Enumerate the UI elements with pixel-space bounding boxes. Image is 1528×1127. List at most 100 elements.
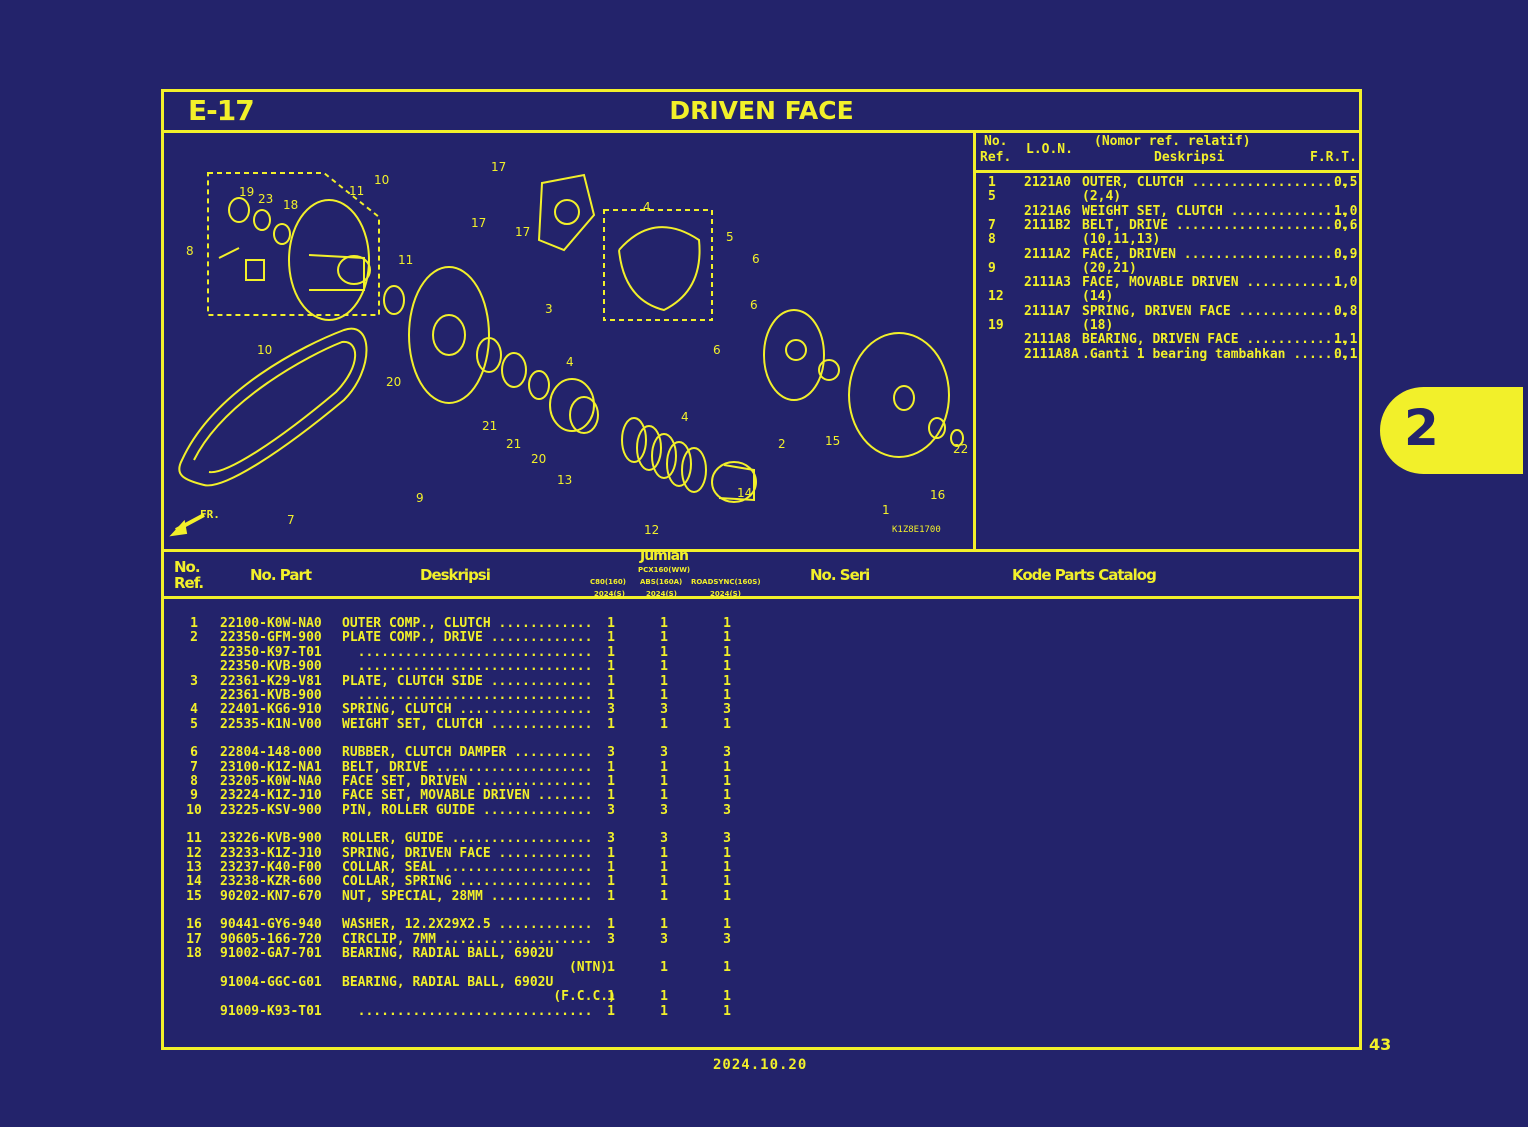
section-tab[interactable]: 2 <box>1380 387 1523 474</box>
part-number: 23237-K40-F00 <box>220 860 322 875</box>
callout-label: 12 <box>644 523 660 537</box>
part-ref: 10 <box>186 802 202 818</box>
part-qty-model1: 3 <box>607 702 615 718</box>
ref-row-desc: SPRING, DRIVEN FACE .............. <box>1082 303 1349 319</box>
part-qty-model3: 1 <box>723 989 731 1005</box>
callout-label: 1 <box>882 503 890 517</box>
part-qty-model2: 1 <box>660 716 668 732</box>
callout-label: 4 <box>643 200 651 214</box>
col-model2-year: 2024(S) <box>646 590 677 598</box>
part-ref: 16 <box>186 917 202 933</box>
parts-table-header: No. Ref. No. Part Deskripsi Jumlah C80(1… <box>164 548 1359 599</box>
ref-row-frt: 0,9 <box>1334 246 1358 262</box>
part-description: PLATE COMP., DRIVE ............. <box>342 630 593 646</box>
section-code: E-17 <box>188 94 255 127</box>
callout-label: 7 <box>287 513 295 527</box>
callout-label: 4 <box>566 355 574 369</box>
part-qty-model3: 1 <box>723 659 731 675</box>
page-number: 43 <box>1369 1035 1392 1054</box>
part-qty-model2: 1 <box>660 630 668 646</box>
part-qty-model2: 1 <box>660 659 668 675</box>
part-description: .............................. <box>342 659 593 675</box>
part-qty-model1: 1 <box>607 659 615 675</box>
part-qty-model2: 3 <box>660 745 668 761</box>
part-qty-model1: 1 <box>607 788 615 804</box>
ref-row-lon: 2121A0 <box>1024 175 1071 190</box>
rt-head-no: No. <box>984 134 1008 149</box>
part-description: RUBBER, CLUTCH DAMPER .......... <box>342 745 593 761</box>
part-qty-model1: 1 <box>607 759 615 775</box>
callout-label: 21 <box>482 419 498 433</box>
ref-row-desc: WEIGHT SET, CLUTCH ............... <box>1082 203 1349 219</box>
part-qty-model1: 1 <box>607 716 615 732</box>
part-qty-model1: 1 <box>607 917 615 933</box>
ref-row-lon: 2121A6 <box>1024 203 1071 219</box>
part-description: .............................. <box>342 688 593 703</box>
part-qty-model3: 1 <box>723 960 731 976</box>
part-qty-model1: 1 <box>607 845 615 861</box>
clutch-plate-part <box>537 173 596 252</box>
part-number: 91004-GGC-G01 <box>220 974 322 990</box>
part-ref: 9 <box>190 788 198 804</box>
part-number: 22350-KVB-900 <box>220 659 322 675</box>
ref-row-desc: OUTER, CLUTCH ..................... <box>1082 175 1356 190</box>
group-box-8 <box>207 172 380 316</box>
part-number: 90605-166-720 <box>220 931 322 947</box>
part-description: SPRING, CLUTCH ................. <box>342 702 593 718</box>
col-model2-top: PCX160(WW) <box>638 566 691 574</box>
part-qty-model3: 3 <box>723 931 731 947</box>
callout-label: 5 <box>726 230 734 244</box>
part-description: BELT, DRIVE .................... <box>342 759 593 775</box>
part-description: PLATE, CLUTCH SIDE ............. <box>342 673 593 689</box>
part-number: 22100-K0W-NA0 <box>220 616 322 631</box>
rt-head-lon: L.O.N. <box>1026 142 1073 157</box>
part-qty-model2: 1 <box>660 874 668 890</box>
part-qty-model3: 3 <box>723 831 731 847</box>
part-qty-model2: 1 <box>660 888 668 904</box>
part-qty-model3: 1 <box>723 688 731 703</box>
part-qty-model2: 1 <box>660 845 668 861</box>
part-qty-model3: 3 <box>723 702 731 718</box>
part-number: 22350-GFM-900 <box>220 630 322 646</box>
part-qty-model3: 1 <box>723 774 731 789</box>
col-model2: ABS(160A) <box>640 578 683 586</box>
callout-label: 19 <box>239 185 255 199</box>
ref-row-desc: .Ganti 1 bearing tambahkan ....... <box>1082 346 1349 362</box>
part-description: COLLAR, SEAL ................... <box>342 860 593 875</box>
part-qty-model2: 1 <box>660 774 668 789</box>
part-qty-model3: 1 <box>723 644 731 660</box>
group-box-5 <box>603 209 713 321</box>
part-description: SPRING, DRIVEN FACE ............ <box>342 845 593 861</box>
part-qty-model2: 1 <box>660 1003 668 1019</box>
ref-row-frt: 0,5 <box>1334 175 1358 190</box>
part-qty-model3: 1 <box>723 673 731 689</box>
callout-label: 20 <box>386 375 402 389</box>
callout-label: 21 <box>506 437 522 451</box>
ref-row-desc: FACE, DRIVEN ...................... <box>1082 246 1356 262</box>
col-desc: Deskripsi <box>420 566 491 584</box>
part-number: 22361-K29-V81 <box>220 673 322 689</box>
part-qty-model2: 1 <box>660 616 668 631</box>
part-description: OUTER COMP., CLUTCH ............ <box>342 616 593 631</box>
part-qty-model2: 1 <box>660 644 668 660</box>
print-date: 2024.10.20 <box>713 1057 808 1073</box>
col-jumlah: Jumlah <box>640 548 689 564</box>
part-qty-model2: 1 <box>660 989 668 1005</box>
part-qty-model2: 3 <box>660 931 668 947</box>
rt-head-frt: F.R.T. <box>1310 150 1357 165</box>
ref-table: No. Ref. L.O.N. (Nomor ref. relatif) Des… <box>976 130 1362 549</box>
ref-row-ref: 8 <box>988 232 996 248</box>
ref-row-ref: 9 <box>988 260 996 276</box>
part-qty-model3: 1 <box>723 788 731 804</box>
ref-row-desc: (18) <box>1082 318 1114 333</box>
part-number: 22401-KG6-910 <box>220 702 322 718</box>
callout-label: 4 <box>681 410 689 424</box>
part-number: 23100-K1Z-NA1 <box>220 759 322 775</box>
ref-row-frt: 0,8 <box>1334 303 1358 319</box>
ref-row-desc: (20,21) <box>1082 260 1137 276</box>
part-description: NUT, SPECIAL, 28MM ............. <box>342 888 593 904</box>
callout-label: 20 <box>531 452 547 466</box>
callout-label: 6 <box>713 343 721 357</box>
part-qty-model3: 1 <box>723 888 731 904</box>
